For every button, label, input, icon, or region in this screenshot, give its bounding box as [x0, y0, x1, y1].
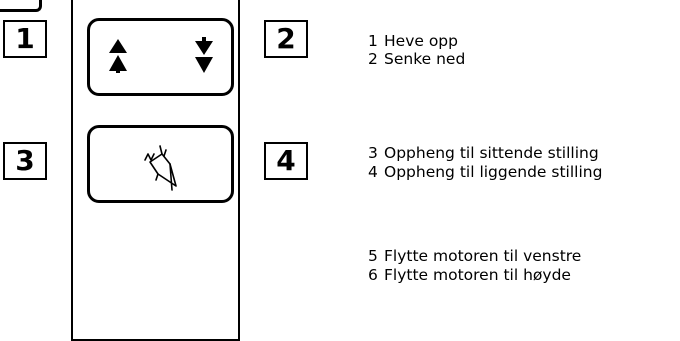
legend-number: 5 [368, 247, 378, 265]
legend-text: Oppheng til liggende stilling [384, 163, 603, 181]
legend-number: 6 [368, 266, 378, 284]
legend-text: Oppheng til sittende stilling [384, 144, 599, 162]
legend-text: Heve opp [384, 32, 458, 50]
callout-1: 1 [3, 20, 47, 58]
legend-item-6: 6 Flytte motoren til høyde [368, 266, 571, 284]
legend-item-5: 5 Flytte motoren til venstre [368, 247, 581, 265]
legend-text: Flytte motoren til venstre [384, 247, 582, 265]
legend-number: 1 [368, 32, 378, 50]
callout-3: 3 [3, 142, 47, 180]
corner-tab [0, 0, 42, 12]
legend-item-1: 1 Heve opp [368, 32, 458, 50]
legend-text: Flytte motoren til høyde [384, 266, 571, 284]
callout-4: 4 [264, 142, 308, 180]
legend-number: 4 [368, 163, 378, 181]
legend-text: Senke ned [384, 50, 466, 68]
lift-button[interactable] [87, 18, 234, 96]
callout-2: 2 [264, 20, 308, 58]
sling-position-button[interactable] [87, 125, 234, 203]
legend-item-3: 3 Oppheng til sittende stilling [368, 144, 599, 162]
lower-arrow-icon[interactable] [194, 37, 214, 75]
legend-number: 2 [368, 50, 378, 68]
legend-item-4: 4 Oppheng til liggende stilling [368, 163, 602, 181]
legend-number: 3 [368, 144, 378, 162]
legend-item-2: 2 Senke ned [368, 50, 465, 68]
raise-arrow-icon[interactable] [108, 39, 128, 75]
sling-hanger-icon[interactable] [142, 144, 182, 192]
